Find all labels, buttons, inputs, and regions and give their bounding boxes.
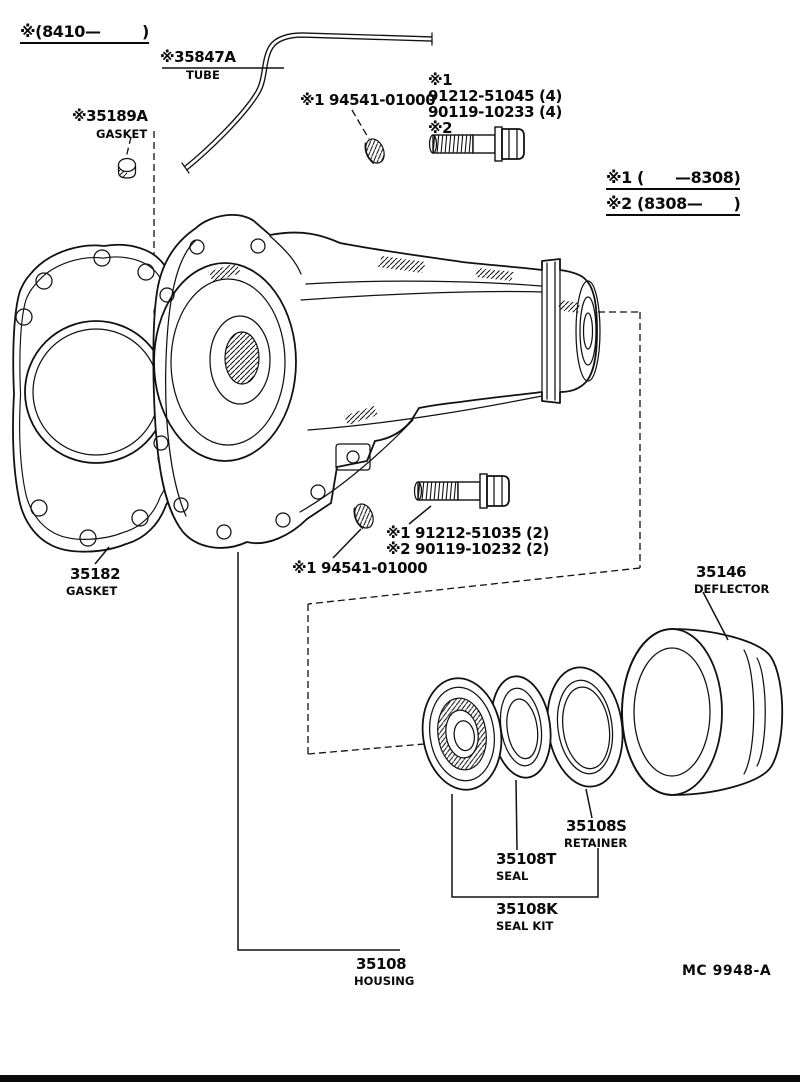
part-label-seal-name: SEAL xyxy=(496,869,529,883)
part-label-bolt-top-block: ※1 91212-51045 (4) 90119-10233 (4) ※2 xyxy=(428,72,562,136)
part-label-seal-no: 35108T xyxy=(496,850,557,868)
part-label-housing-no: 35108 xyxy=(356,955,407,973)
part-label-retainer-no: 35108S xyxy=(566,817,627,835)
seal-ring-drawing xyxy=(490,675,552,779)
part-label-bolt-bottom-block: ※1 91212-51035 (2) ※2 90119-10232 (2) xyxy=(386,525,549,557)
part-label-gasket-a-name: GASKET xyxy=(96,127,148,141)
part-label-gasket-name: GASKET xyxy=(66,584,118,598)
footnote-1: ※1 ( —8308) xyxy=(606,170,741,190)
plug-bottom-94541-drawing xyxy=(353,503,374,530)
leader-lines xyxy=(94,67,729,951)
page-bottom-edge xyxy=(0,1075,800,1082)
bolt-bottom-line-1: ※1 91212-51035 (2) xyxy=(386,524,550,542)
part-label-seal-kit-name: SEAL KIT xyxy=(496,919,554,933)
part-label-gasket-no: 35182 xyxy=(70,565,121,583)
bolt-top-line-4: ※2 xyxy=(428,119,453,137)
footnote-2: ※2 (8308— ) xyxy=(606,196,741,216)
plug-top-94541-drawing xyxy=(364,138,385,165)
bolt-top-line-3: 90119-10233 (4) xyxy=(428,103,562,121)
part-label-housing-name: HOUSING xyxy=(354,974,415,988)
gasket-nut-35189A-drawing xyxy=(117,157,137,179)
bolt-top-line-1: ※1 xyxy=(428,71,453,89)
bolt-top-line-2: 91212-51045 (4) xyxy=(428,87,562,105)
deflector-35146-drawing xyxy=(621,628,784,796)
part-label-seal-kit-no: 35108K xyxy=(496,900,558,918)
part-label-tube-name: TUBE xyxy=(186,68,220,82)
construction-dashed-lines xyxy=(125,109,641,755)
part-label-plug-bottom: ※1 94541-01000 xyxy=(292,559,428,577)
bolt-top-drawing xyxy=(428,126,525,162)
figure-code: MC 9948-A xyxy=(682,963,772,979)
tube-35847A-drawing xyxy=(181,32,433,174)
applicability-note: ※(8410— ) xyxy=(20,24,149,44)
housing-35108-drawing xyxy=(152,214,601,549)
gasket-35182-drawing xyxy=(12,243,179,553)
bolt-bottom-line-2: ※2 90119-10232 (2) xyxy=(386,540,550,558)
part-label-retainer-name: RETAINER xyxy=(564,836,628,850)
part-label-tube-no: ※35847A xyxy=(160,48,236,66)
retainer-35108S-drawing xyxy=(546,666,624,788)
part-label-deflector-no: 35146 xyxy=(696,563,747,581)
part-label-deflector-name: DEFLECTOR xyxy=(694,582,770,596)
bolt-bottom-drawing xyxy=(413,473,510,509)
part-label-plug-top: ※1 94541-01000 xyxy=(300,91,436,109)
part-label-gasket-a-no: ※35189A xyxy=(72,107,148,125)
oil-seal-35108T-drawing xyxy=(421,677,503,791)
